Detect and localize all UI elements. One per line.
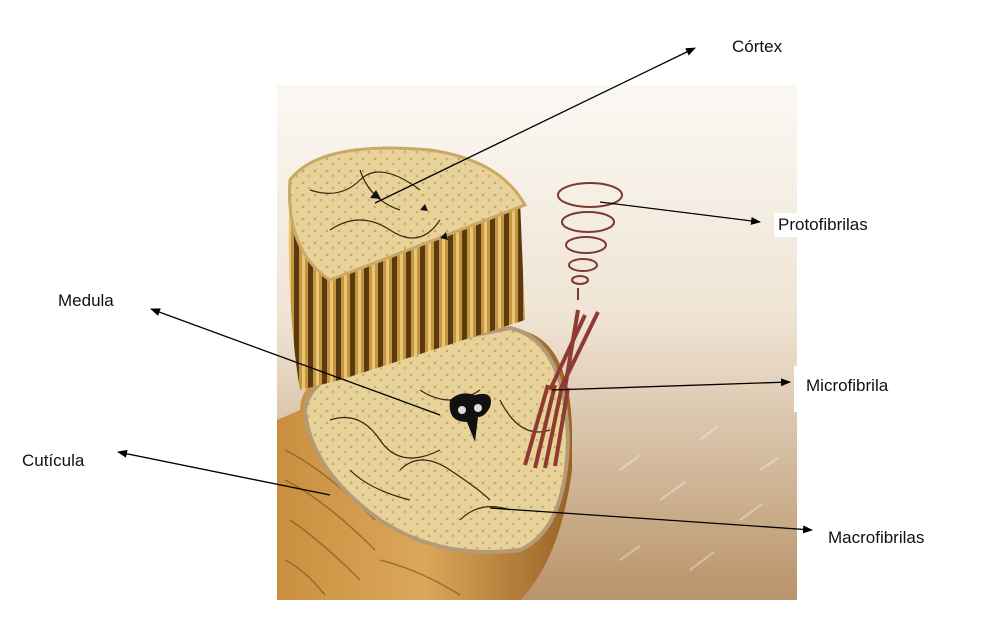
label-medula: Medula <box>54 289 118 313</box>
background-streaks <box>619 425 779 571</box>
label-macrofibrilas: Macrofibrilas <box>824 526 929 550</box>
microfibrila-arrow <box>551 378 791 391</box>
medula-arrow <box>150 308 441 416</box>
label-cortex: Córtex <box>728 35 787 59</box>
cuticula-arrow <box>117 449 331 496</box>
protofibrilas-arrow <box>599 201 761 225</box>
cortex-arrow <box>374 47 696 204</box>
microfibril-bundle <box>523 309 600 469</box>
cortex-section <box>288 146 528 282</box>
protofibril-spiral <box>557 182 623 300</box>
macrofibrilas-arrow <box>489 507 813 534</box>
label-cuticula: Cutícula <box>18 449 89 473</box>
label-protofibrilas: Protofibrilas <box>774 213 872 237</box>
label-microfibrila: Microfibrila <box>794 366 895 412</box>
